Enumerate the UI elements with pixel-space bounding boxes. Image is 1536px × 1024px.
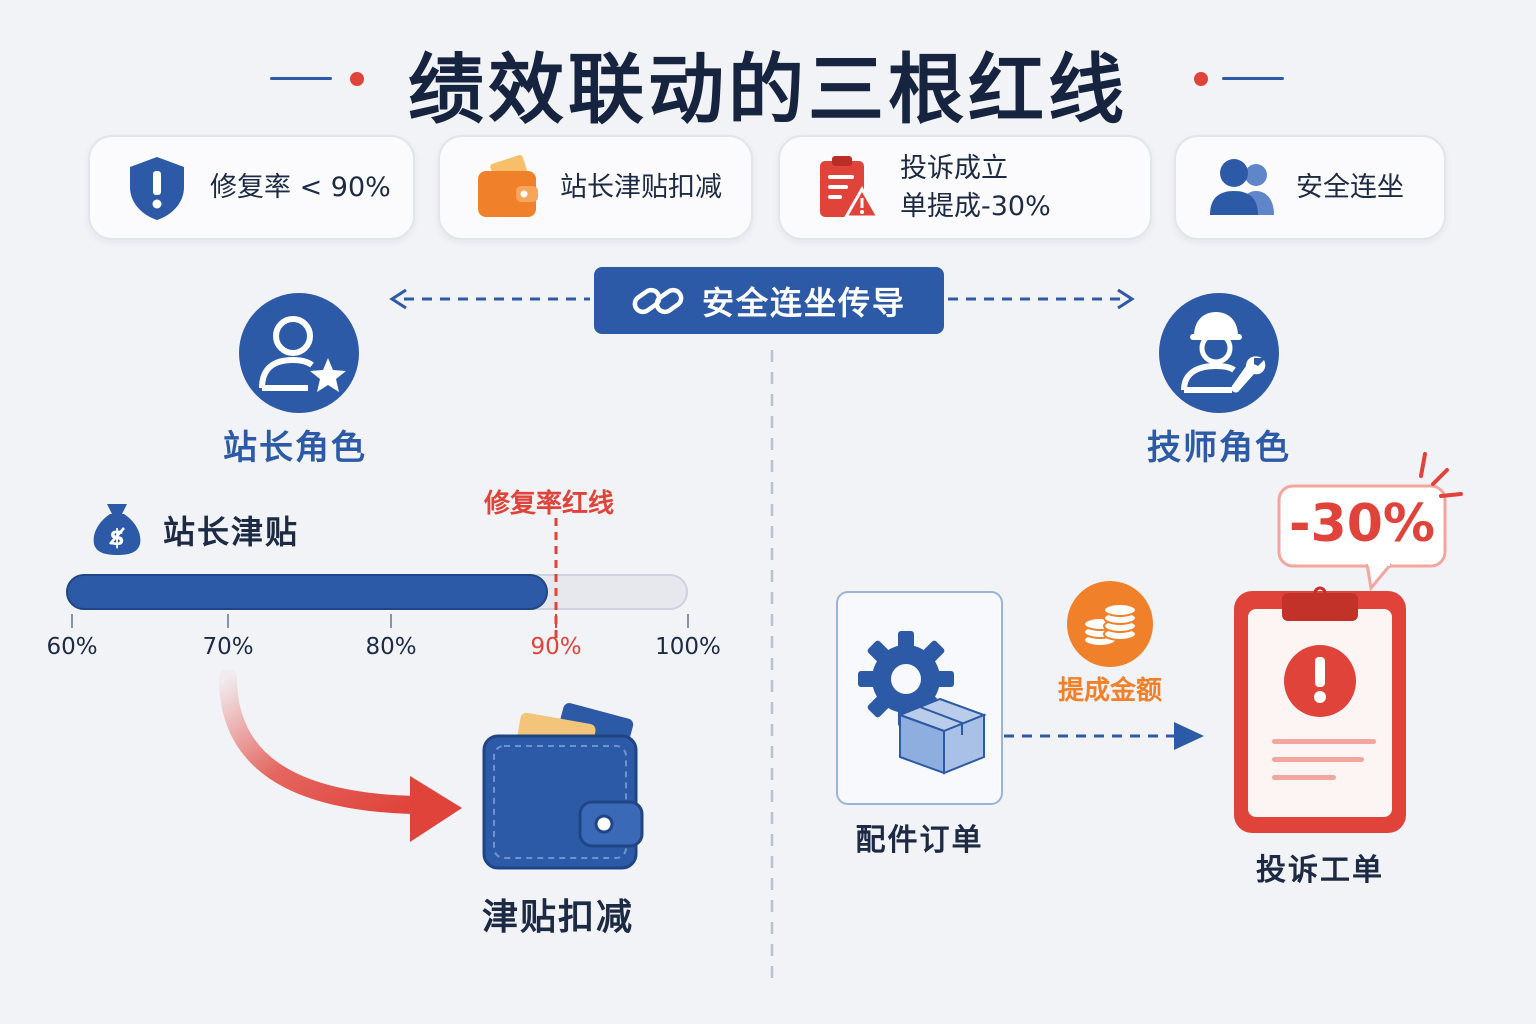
title-decoration-left — [270, 72, 370, 86]
card-text: 修复率 < 90% — [210, 171, 391, 203]
tick-label: 60% — [46, 634, 98, 660]
title-decoration-right — [1190, 72, 1290, 86]
wallet-icon — [478, 154, 538, 217]
role-label-manager: 站长角色 — [223, 428, 367, 468]
tick-mark — [227, 614, 229, 628]
deduction-caption: 津贴扣减 — [481, 897, 634, 938]
progress-ticks: 60% 70% 80% 90% 100% — [0, 612, 1536, 672]
tick-label: 100% — [655, 634, 721, 660]
card-text: 安全连坐 — [1296, 171, 1404, 203]
tick-label: 80% — [365, 634, 417, 660]
page-title: 绩效联动的三根红线 — [408, 45, 1128, 134]
parts-order-card — [836, 591, 1003, 805]
technician-wrench-icon — [1159, 293, 1279, 413]
role-label-technician: 技师角色 — [1147, 428, 1291, 468]
card-complaint: 投诉成立 单提成-30% — [778, 135, 1152, 240]
card-text-line1: 投诉成立 — [900, 152, 1008, 184]
card-repair-rate: 修复率 < 90% — [88, 135, 415, 240]
parts-order-label: 配件订单 — [855, 823, 984, 858]
tick-label: 70% — [202, 634, 254, 660]
safety-link-badge: 安全连坐传导 — [594, 267, 944, 334]
card-text-line2: 单提成-30% — [900, 190, 1051, 222]
gear-box-icon — [858, 631, 987, 775]
allowance-label: 站长津贴 — [163, 513, 300, 551]
card-allowance-deduction: 站长津贴扣减 — [438, 135, 753, 240]
tick-mark — [71, 614, 73, 628]
allowance-progress-fill — [66, 574, 548, 610]
allowance-progress-track — [66, 574, 688, 610]
clipboard-warning-icon — [820, 155, 881, 218]
tick-mark — [555, 614, 557, 628]
commission-arrow — [1004, 722, 1204, 750]
penalty-bubble — [1277, 452, 1463, 592]
deduction-arrow — [219, 670, 462, 842]
link-icon — [632, 287, 684, 314]
shield-alert-icon — [130, 156, 184, 220]
complaint-ticket-label: 投诉工单 — [1256, 853, 1384, 888]
card-text-block: 投诉成立 单提成-30% — [900, 150, 1051, 226]
coins-icon — [1067, 581, 1153, 667]
card-text: 站长津贴扣减 — [560, 171, 722, 203]
clipboard-alert-icon — [1234, 586, 1406, 833]
users-icon — [1210, 158, 1274, 215]
commission-label: 提成金额 — [1057, 676, 1162, 706]
penalty-label: -30% — [1288, 494, 1436, 554]
card-safety: 安全连坐 — [1174, 135, 1446, 240]
tick-label: 90% — [530, 634, 582, 660]
tick-mark — [390, 614, 392, 628]
money-bag-icon: $ — [93, 504, 141, 555]
redline-label: 修复率红线 — [484, 489, 615, 519]
wallet-icon: ¥ — [482, 703, 644, 870]
tick-mark — [687, 614, 689, 628]
link-badge-label: 安全连坐传导 — [701, 283, 906, 322]
manager-star-icon — [239, 293, 359, 413]
